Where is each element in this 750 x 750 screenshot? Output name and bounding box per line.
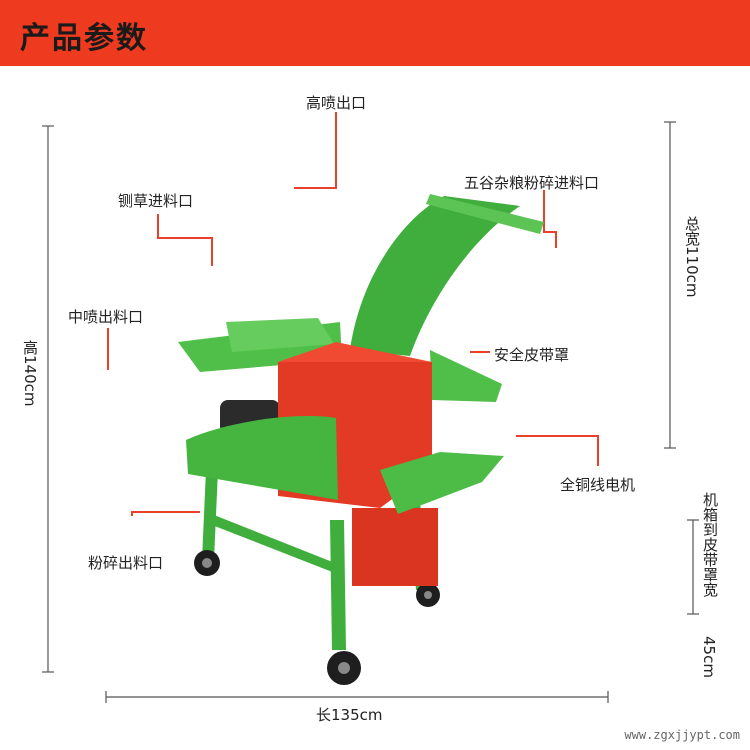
dim-length: 长135cm: [316, 706, 383, 724]
machine: [178, 194, 544, 685]
label-motor: 全铜线电机: [560, 476, 636, 494]
page-title: 产品参数: [20, 21, 148, 56]
label-crush-outlet: 粉碎出料口: [88, 554, 164, 572]
dim-total-width: 总宽110cm: [683, 216, 701, 298]
label-high-outlet: 高喷出口: [306, 94, 367, 112]
dim-case-to-belt-value: 45cm: [700, 636, 718, 678]
header-banner: 产品参数: [0, 0, 750, 66]
dim-height: 高140cm: [21, 340, 39, 407]
watermark: www.zgxjjypt.com: [624, 728, 740, 742]
pointer-lines: [107, 112, 599, 516]
label-straw-inlet: 铡草进料口: [118, 192, 194, 210]
dimension-lines: [42, 121, 699, 703]
label-grain-inlet: 五谷杂粮粉碎进料口: [464, 174, 600, 192]
label-belt-guard: 安全皮带罩: [494, 346, 570, 364]
label-mid-outlet: 中喷出料口: [68, 308, 144, 326]
dim-case-to-belt: 机箱到皮带罩宽: [701, 492, 719, 597]
